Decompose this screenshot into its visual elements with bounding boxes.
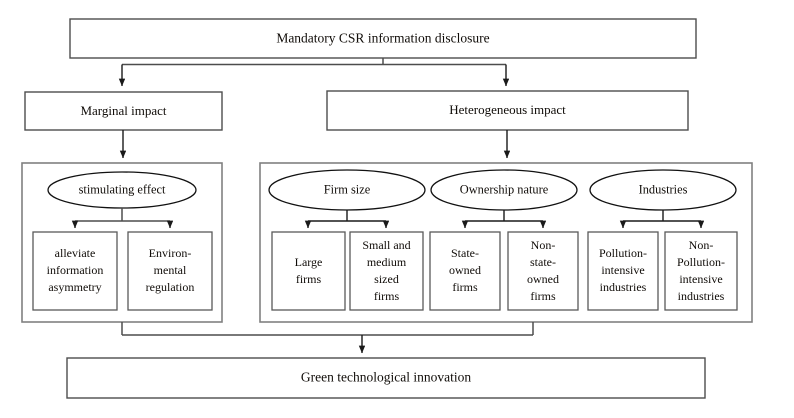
small-medium-firms-line-1: Small and	[362, 238, 410, 252]
group-marginal-mechanisms: stimulating effect alleviate information…	[21, 162, 223, 323]
non-state-owned-firms-line-4: firms	[530, 289, 556, 303]
environmental-regulation-box	[127, 231, 213, 311]
large-firms-line-1: Large	[295, 255, 323, 269]
node-heterogeneous-impact: Heterogeneous impact	[326, 90, 689, 131]
stimulating-effect-label: stimulating effect	[79, 182, 166, 196]
small-medium-firms-line-2: medium	[367, 255, 407, 269]
pollution-intensive-line-2: intensive	[601, 263, 644, 277]
non-pollution-intensive-line-1: Non-	[689, 238, 714, 252]
node-pollution-intensive-industries: Pollution- intensive industries	[587, 231, 659, 311]
mandatory-csr-box	[69, 18, 697, 59]
heterogeneous-impact-label: Heterogeneous impact	[449, 102, 566, 117]
heterogeneity-group-box	[259, 162, 753, 323]
small-medium-firms-box	[349, 231, 424, 311]
non-pollution-intensive-line-2: Pollution-	[677, 255, 725, 269]
dimension-ownership-nature: Ownership nature State- owned firms Non-	[429, 169, 579, 311]
node-large-firms: Large firms	[271, 231, 346, 311]
connector-merge-to-outcome	[121, 322, 534, 354]
green-innovation-label: Green technological innovation	[301, 370, 471, 385]
node-marginal-impact: Marginal impact	[24, 91, 223, 131]
non-state-owned-firms-box	[507, 231, 579, 311]
connector-ownership-split	[461, 210, 547, 229]
small-medium-firms-line-4: firms	[374, 289, 400, 303]
mandatory-csr-label: Mandatory CSR information disclosure	[276, 31, 489, 46]
node-environmental-regulation: Environ- mental regulation	[127, 231, 213, 311]
node-non-pollution-intensive-industries: Non- Pollution- intensive industries	[664, 231, 738, 311]
node-mandatory-csr-disclosure: Mandatory CSR information disclosure	[69, 18, 697, 59]
non-state-owned-firms-line-2: state-	[530, 255, 556, 269]
small-medium-firms-line-3: sized	[374, 272, 399, 286]
node-small-medium-firms: Small and medium sized firms	[349, 231, 424, 311]
connector-firm-size-split	[304, 210, 390, 229]
non-pollution-intensive-line-3: intensive	[679, 272, 722, 286]
state-owned-firms-line-1: State-	[451, 246, 479, 260]
large-firms-line-2: firms	[296, 272, 322, 286]
connector-industries-split	[619, 210, 705, 229]
connector-top-split	[118, 58, 510, 87]
alleviate-asymmetry-line-1: alleviate	[55, 246, 96, 260]
dimension-firm-size: Firm size Large firms Small and medium	[268, 169, 426, 311]
firm-size-label: Firm size	[324, 182, 371, 196]
node-alleviate-information-asymmetry: alleviate information asymmetry	[32, 231, 118, 311]
state-owned-firms-line-3: firms	[452, 280, 478, 294]
large-firms-box	[271, 231, 346, 311]
marginal-impact-label: Marginal impact	[80, 103, 166, 118]
pollution-intensive-box	[587, 231, 659, 311]
non-pollution-intensive-line-4: industries	[678, 289, 725, 303]
dimension-industries: Industries Pollution- intensive industri…	[587, 169, 738, 311]
alleviate-asymmetry-box	[32, 231, 118, 311]
marginal-impact-box	[24, 91, 223, 131]
state-owned-firms-box	[429, 231, 501, 311]
node-green-technological-innovation: Green technological innovation	[66, 357, 706, 399]
group-heterogeneity-dimensions: Firm size Large firms Small and medium	[259, 162, 753, 323]
node-state-owned-firms: State- owned firms	[429, 231, 501, 311]
alleviate-asymmetry-line-3: asymmetry	[48, 280, 101, 294]
non-state-owned-firms-line-1: Non-	[531, 238, 556, 252]
non-pollution-intensive-box	[664, 231, 738, 311]
green-innovation-box	[66, 357, 706, 399]
environmental-regulation-line-2: mental	[154, 263, 187, 277]
environmental-regulation-line-1: Environ-	[149, 246, 192, 260]
pollution-intensive-line-3: industries	[600, 280, 647, 294]
connector-stimulating-split	[71, 208, 174, 229]
non-state-owned-firms-line-3: owned	[527, 272, 559, 286]
node-non-state-owned-firms: Non- state- owned firms	[507, 231, 579, 311]
industries-label: Industries	[639, 182, 688, 196]
pollution-intensive-line-1: Pollution-	[599, 246, 647, 260]
environmental-regulation-line-3: regulation	[146, 280, 195, 294]
alleviate-asymmetry-line-2: information	[47, 263, 104, 277]
state-owned-firms-line-2: owned	[449, 263, 481, 277]
ownership-nature-label: Ownership nature	[460, 182, 549, 196]
